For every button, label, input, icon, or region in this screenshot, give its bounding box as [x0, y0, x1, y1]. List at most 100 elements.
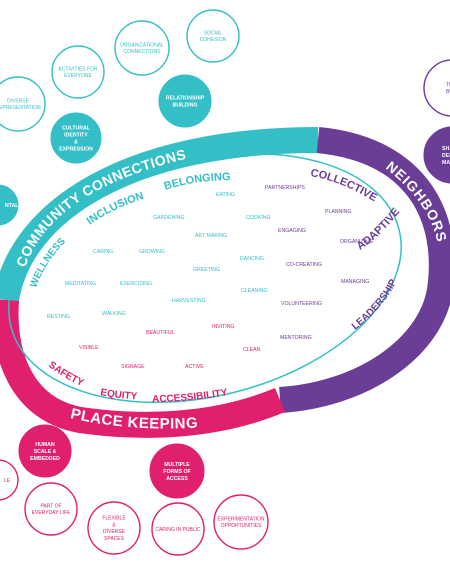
- bubble-label: MULTIPLE: [164, 462, 190, 468]
- bubble-label: HUMAN: [35, 442, 55, 448]
- bubble-label: DECISI: [442, 153, 450, 159]
- bubble-label: &: [74, 139, 78, 145]
- word-visible: VISIBLE: [79, 345, 99, 351]
- bubble-label: &: [112, 522, 116, 528]
- bubble-circle: [213, 494, 269, 550]
- word-managing: MANAGING: [341, 279, 369, 285]
- word-signage: SIGNAGE: [121, 364, 145, 370]
- svg-text:EQUITY: EQUITY: [99, 387, 137, 402]
- svg-text:ADAPTIVE: ADAPTIVE: [355, 206, 402, 253]
- word-organizing: ORGANIZING: [340, 239, 373, 245]
- word-beautiful: BEAUTIFUL: [146, 330, 175, 336]
- bubble-label: EVERYONE: [64, 73, 92, 79]
- word-inviting: INVITING: [212, 324, 234, 330]
- word-dancing: DANCING: [240, 256, 264, 262]
- word-art-making: ART MAKING: [195, 233, 227, 239]
- bubble-label: MAKIN: [442, 160, 450, 166]
- word-engaging: ENGAGING: [278, 228, 306, 234]
- bubble-label: FORMS OF: [163, 469, 190, 475]
- bubble-label: EXPERIMENTATION: [217, 516, 264, 522]
- bubble-circle: [50, 112, 102, 164]
- bubble-circle: [151, 502, 205, 556]
- bubble-label: NTAL: [5, 203, 19, 209]
- bubble-label: OPPORTUNITIES: [221, 523, 262, 529]
- bubble-label: BUIL: [446, 89, 450, 95]
- word-volunteering: VOLUNTEERING: [281, 301, 322, 307]
- bubble-label: IDENTITY: [64, 132, 88, 138]
- word-gardening: GARDENING: [153, 215, 184, 221]
- place-keeping-arc: [0, 299, 285, 438]
- bubble-circle: [0, 184, 19, 226]
- bubble-label: SCALE &: [34, 449, 57, 455]
- word-mentoring: MENTORING: [280, 335, 312, 341]
- bubble-shared-decision: SHARDECISIMAKIN: [423, 126, 450, 184]
- word-greeting: GREETING: [193, 267, 220, 273]
- bubble-label: FLEXIBLE: [102, 516, 126, 522]
- word-growing: GROWING: [139, 249, 165, 255]
- bubble-label: COHESION: [200, 37, 227, 43]
- bubble-label: RELATIONSHIP: [166, 95, 205, 101]
- bubble-label: TR: [446, 82, 450, 88]
- svg-text:LEADERSHIP: LEADERSHIP: [350, 277, 399, 332]
- bubble-label: CONNECTIONS: [124, 49, 162, 55]
- word-exercising: EXERCISING: [120, 281, 152, 287]
- bubble-circle: [186, 9, 240, 63]
- word-walking: WALKING: [102, 311, 126, 317]
- word-cleaning: CLEANING: [241, 288, 268, 294]
- bubble-diverse-representation: DIVERSEREPRESENTATION: [0, 76, 46, 132]
- bubble-circle: [0, 459, 19, 501]
- word-cooking: COOKING: [246, 215, 271, 221]
- bubble-label: ACCESS: [166, 476, 188, 482]
- word-partnerships: PARTNERSHIPS: [265, 185, 305, 191]
- word-resting: RESTING: [47, 314, 70, 320]
- word-eating: EATING: [216, 192, 235, 198]
- bubble-label: SHAR: [442, 146, 450, 152]
- bubble-label: DIVERSE: [103, 529, 126, 535]
- bubble-circle: [114, 20, 170, 76]
- word-harvesting: HARVESTING: [172, 298, 206, 304]
- bubble-label: ORGANIZATIONAL: [120, 42, 164, 48]
- word-caring: CARING: [93, 249, 113, 255]
- bubble-circle: [423, 126, 450, 184]
- bubble-label: DIVERSE: [7, 98, 30, 104]
- bubble-top-right: TRBUIL: [423, 59, 450, 117]
- bubble-label: ACTIVITIES FOR: [58, 66, 98, 72]
- word-co-creating: CO-CREATING: [286, 262, 322, 268]
- svg-text:BELONGING: BELONGING: [163, 171, 231, 193]
- bubble-circle: [423, 59, 450, 117]
- adaptive-label: ADAPTIVE: [355, 206, 402, 253]
- bubble-left-partial: LE: [0, 459, 19, 501]
- inner-ellipse: [8, 152, 402, 404]
- word-clean: CLEAN: [243, 347, 261, 353]
- bubble-circle: [149, 443, 205, 499]
- bubble-layer: SOCIALCOHESIONORGANIZATIONALCONNECTIONSA…: [0, 9, 450, 556]
- neighbors-arc: [278, 127, 450, 413]
- bubble-label: SPACES: [104, 536, 125, 542]
- bubble-label: EMBEDDED: [30, 456, 60, 462]
- svg-text:ACCESSIBILITY: ACCESSIBILITY: [152, 387, 229, 405]
- bubble-label: SOCIAL: [204, 30, 223, 36]
- bubble-circle: [18, 424, 72, 478]
- bubble-circle: [24, 482, 78, 536]
- word-active: ACTIVE: [185, 364, 204, 370]
- bubble-left-filled: NTAL: [0, 184, 19, 226]
- word-meditating: MEDITATING: [65, 281, 96, 287]
- bubble-circle: [87, 501, 141, 555]
- leadership-label: LEADERSHIP: [350, 277, 399, 332]
- bubble-caring-in-public: CARING IN PUBLIC: [151, 502, 205, 556]
- accessibility-label: ACCESSIBILITY: [152, 387, 229, 405]
- word-planning: PLANNING: [325, 209, 352, 215]
- bubble-label: EXPRESSION: [59, 146, 93, 152]
- bubble-label: EVERYDAY LIFE: [32, 510, 71, 516]
- bubble-circle: [0, 76, 46, 132]
- bubble-label: CULTURAL: [62, 125, 91, 131]
